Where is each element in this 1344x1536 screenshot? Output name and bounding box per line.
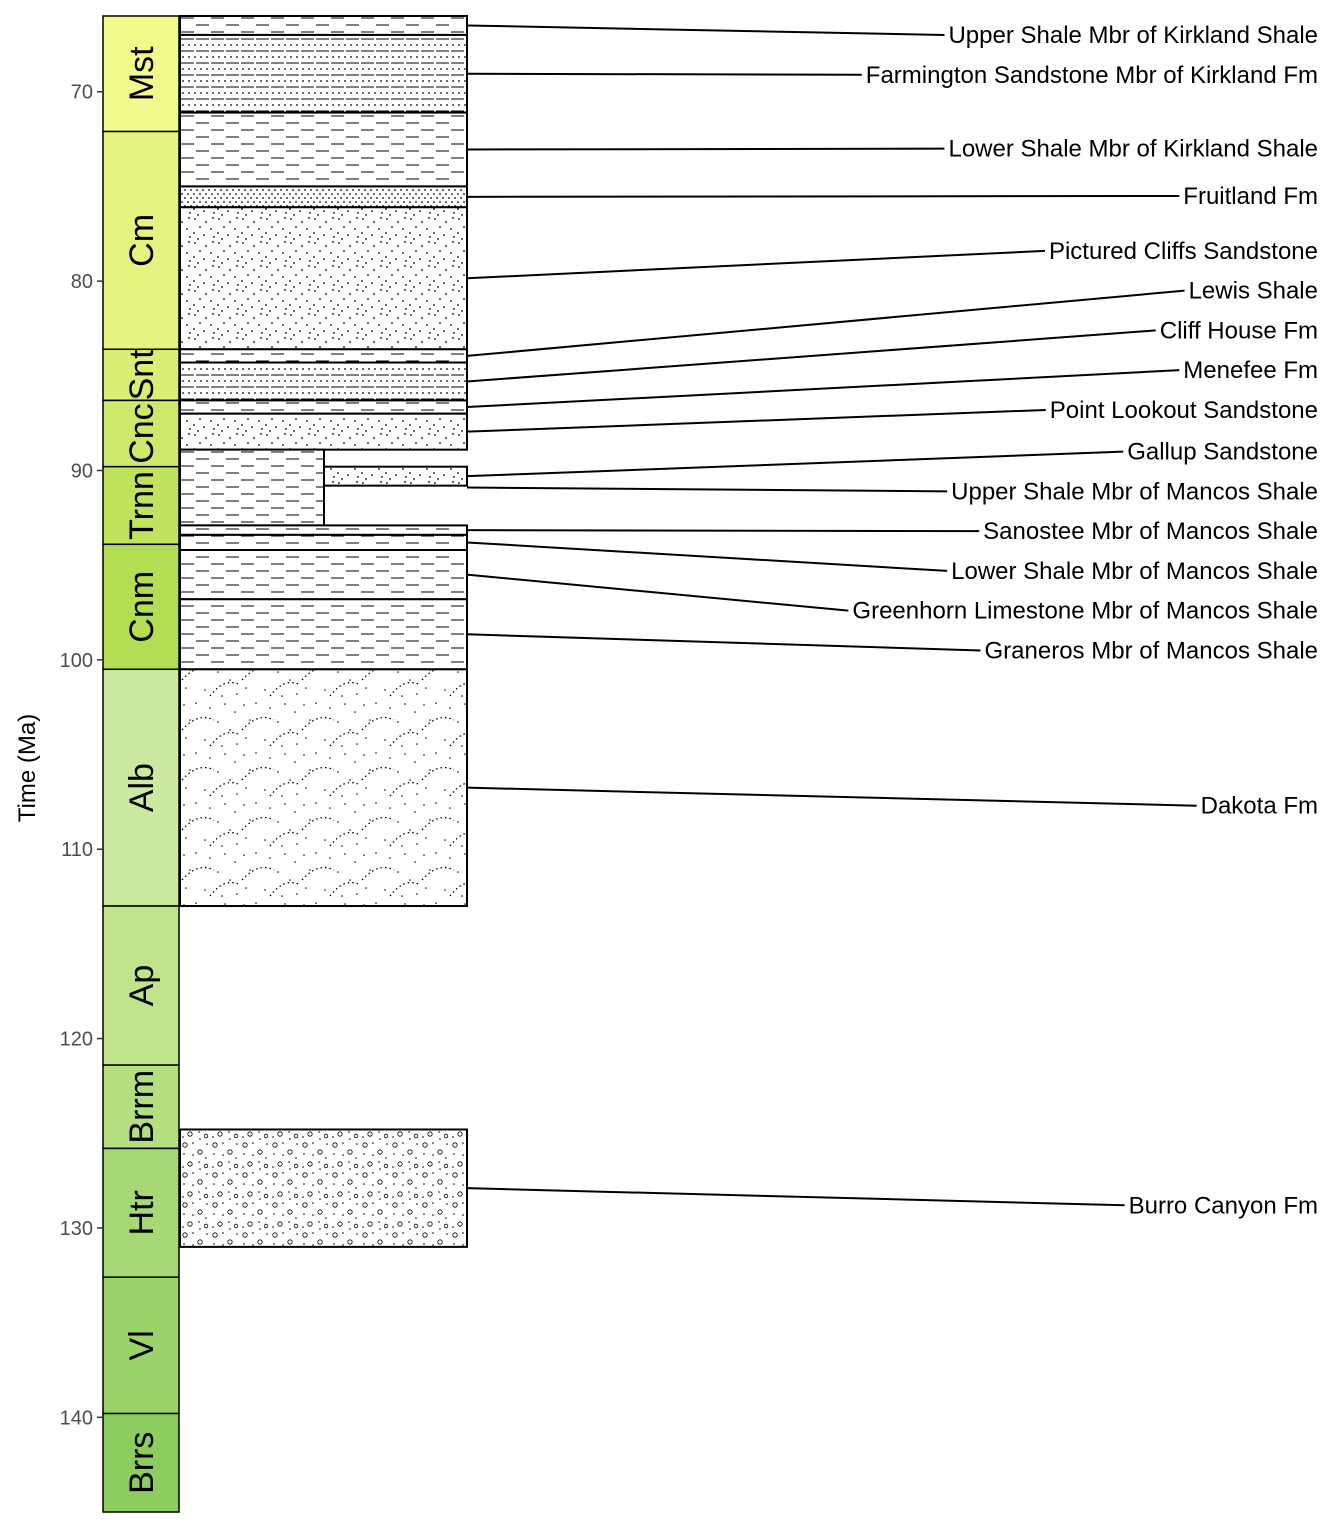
leader-line — [466, 633, 981, 652]
stage-box-vl — [102, 1276, 180, 1415]
stage-label: Vl — [123, 1330, 161, 1360]
lithology-unit — [179, 598, 468, 671]
leader-line — [466, 1187, 1125, 1207]
stage-box-brrs — [102, 1412, 180, 1513]
leader-line — [466, 72, 862, 76]
stage-box-htr — [102, 1147, 180, 1278]
y-axis: Time (Ma) 70 80 90 100 110 120 130 140 — [14, 82, 103, 1429]
leader-line — [466, 147, 945, 151]
y-tick-label: 120 — [60, 1029, 93, 1051]
unit-label: Pictured Cliffs Sandstone — [1049, 238, 1318, 265]
leader-line — [466, 369, 1180, 409]
unit-label: Greenhorn Limestone Mbr of Mancos Shale — [852, 598, 1318, 625]
unit-label: Fruitland Fm — [1183, 183, 1318, 210]
leader-line — [466, 786, 1197, 807]
leader-line — [466, 289, 1185, 357]
unit-label: Lewis Shale — [1189, 278, 1318, 305]
stage-box-mst — [102, 15, 180, 133]
lithology-unit — [179, 533, 468, 552]
leader-line — [466, 529, 980, 533]
stage-label: Cm — [123, 214, 161, 267]
stage-box-ap — [102, 905, 180, 1066]
leader-line — [466, 249, 1046, 280]
lithology-unit — [179, 361, 468, 402]
stage-label: Snt — [123, 349, 161, 401]
stage-label: Trnn — [123, 471, 161, 540]
lithology-unit — [323, 465, 468, 487]
stage-label: Mst — [123, 46, 161, 101]
unit-label: Sanostee Mbr of Mancos Shale — [983, 518, 1318, 545]
stage-label: Brrm — [123, 1070, 161, 1144]
lithology-unit — [179, 15, 468, 36]
leader-line — [466, 450, 1124, 478]
lithology-column — [179, 15, 468, 1248]
lithology-unit — [179, 206, 468, 351]
y-tick-label: 130 — [60, 1218, 93, 1240]
leader-line — [466, 194, 1180, 198]
y-tick-label: 100 — [60, 650, 93, 672]
lithology-unit — [179, 549, 468, 601]
stage-box-cm — [102, 130, 180, 351]
stage-label: Htr — [123, 1190, 161, 1235]
lithology-unit — [179, 448, 325, 527]
y-axis-title: Time (Ma) — [14, 714, 41, 822]
y-tick-label: 110 — [61, 839, 93, 861]
y-tick-label: 80 — [71, 271, 93, 293]
unit-labels: Upper Shale Mbr of Kirkland ShaleFarming… — [852, 22, 1318, 1219]
leader-line — [466, 24, 945, 36]
lithology-unit — [179, 668, 468, 908]
unit-label: Point Lookout Sandstone — [1050, 397, 1318, 424]
lithology-unit — [179, 33, 468, 114]
lithology-unit — [179, 412, 468, 451]
leader-line — [466, 329, 1156, 383]
leader-line — [466, 573, 849, 612]
lithology-unit — [179, 399, 468, 415]
unit-label: Lower Shale Mbr of Mancos Shale — [951, 558, 1318, 585]
lithology-unit — [179, 524, 468, 536]
stage-label: Cnm — [123, 571, 161, 643]
lithology-unit — [179, 111, 468, 188]
leader-line — [466, 486, 948, 493]
stage-label: Brrs — [123, 1432, 161, 1494]
y-tick-label: 90 — [71, 460, 93, 482]
label-leaders — [466, 24, 1197, 1207]
stage-label: Cnc — [123, 403, 161, 463]
unit-label: Upper Shale Mbr of Mancos Shale — [951, 478, 1318, 505]
leader-line — [466, 408, 1046, 433]
y-tick-label: 70 — [71, 82, 93, 104]
unit-label: Gallup Sandstone — [1127, 439, 1318, 466]
lithology-unit — [179, 185, 468, 209]
stage-label: Alb — [123, 763, 161, 812]
y-tick-label: 140 — [60, 1407, 93, 1429]
unit-label: Dakota Fm — [1201, 793, 1318, 820]
leader-line — [466, 541, 948, 572]
unit-label: Cliff House Fm — [1160, 317, 1318, 344]
lithology-unit — [179, 348, 468, 364]
lithology-unit — [179, 1128, 468, 1248]
unit-label: Upper Shale Mbr of Kirkland Shale — [948, 22, 1318, 49]
unit-label: Farmington Sandstone Mbr of Kirkland Fm — [866, 62, 1318, 89]
stage-box-cnm — [102, 543, 180, 671]
unit-label: Burro Canyon Fm — [1129, 1192, 1318, 1219]
unit-label: Menefee Fm — [1183, 357, 1318, 384]
unit-label: Lower Shale Mbr of Kirkland Shale — [948, 136, 1318, 163]
unit-label: Graneros Mbr of Mancos Shale — [985, 637, 1318, 664]
stage-label: Ap — [123, 965, 161, 1007]
